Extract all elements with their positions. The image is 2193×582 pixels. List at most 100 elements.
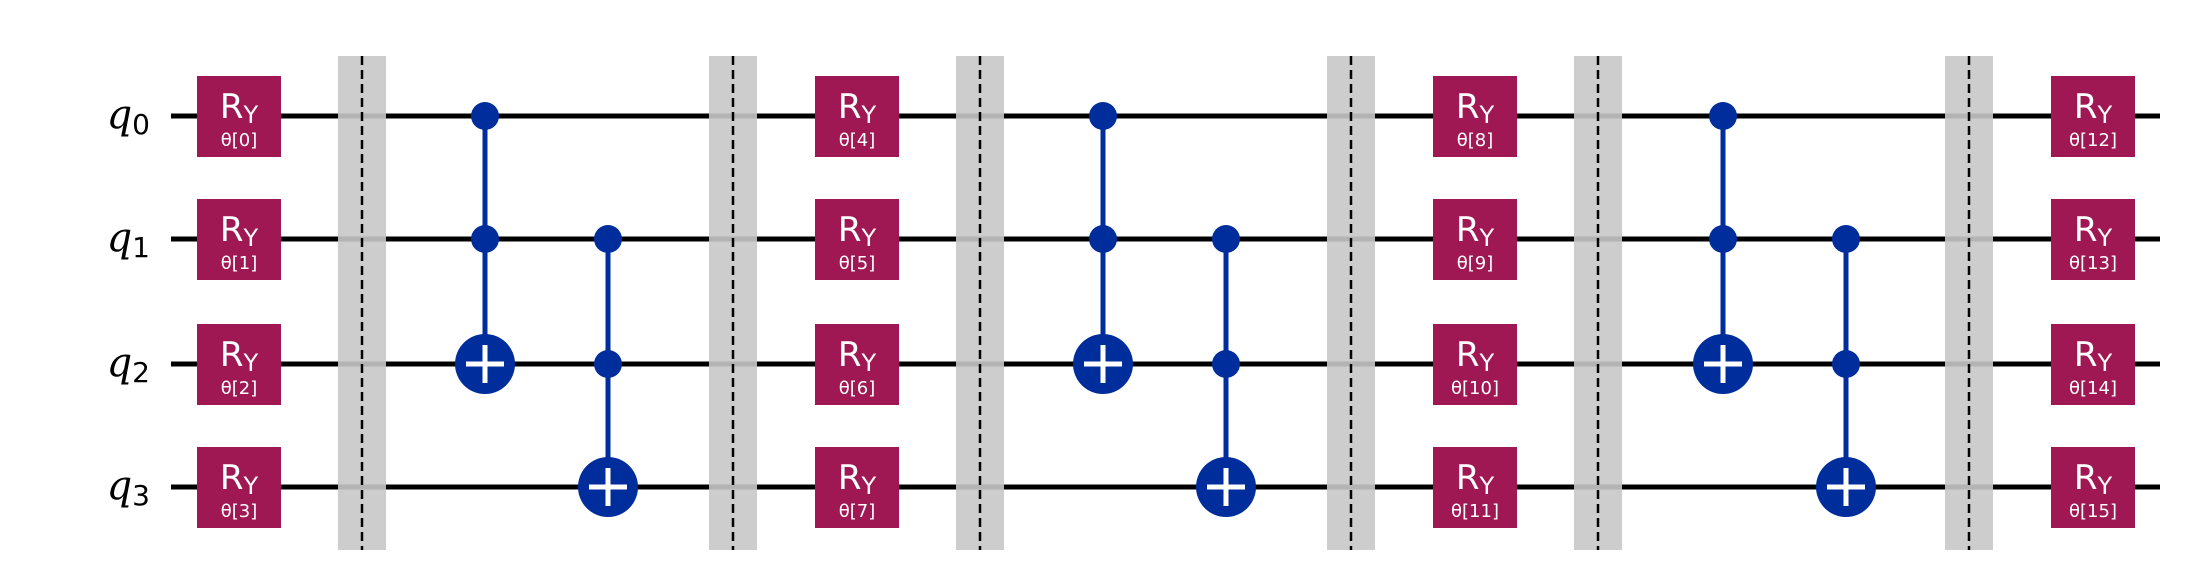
plus-icon [589,468,627,506]
gate-subscript: Y [860,101,876,129]
qubit-index: 3 [132,479,150,512]
qubit-index: 1 [132,231,150,264]
ry-gate[interactable]: RYθ[10] [1433,324,1517,405]
ry-gate-box[interactable] [2051,324,2135,405]
ry-gate[interactable]: RYθ[7] [815,447,899,528]
control-dot[interactable] [594,350,622,378]
gate-subscript: Y [860,349,876,377]
plus-icon [1207,468,1245,506]
gate-subscript: Y [1478,349,1494,377]
ry-gate-label: RY [1456,87,1495,129]
gate-name: R [2074,87,2098,127]
ry-gate[interactable]: RYθ[15] [2051,447,2135,528]
gate-name: R [220,335,244,375]
ry-gate[interactable]: RYθ[12] [2051,76,2135,157]
ry-gate-label: RY [838,87,877,129]
control-dot[interactable] [1832,225,1860,253]
ry-gate[interactable]: RYθ[0] [197,76,281,157]
ry-gate-param: θ[7] [839,501,876,522]
ry-gate-box[interactable] [815,199,899,280]
ry-gate-box[interactable] [815,324,899,405]
ry-gate[interactable]: RYθ[8] [1433,76,1517,157]
ry-gate-box[interactable] [1433,447,1517,528]
cnot-gate[interactable] [1693,102,1753,394]
plus-icon [1827,468,1865,506]
ry-gate[interactable]: RYθ[2] [197,324,281,405]
ry-gate-box[interactable] [815,76,899,157]
ry-gate-box[interactable] [1433,199,1517,280]
control-dot[interactable] [1089,102,1117,130]
gate-subscript: Y [2096,472,2112,500]
control-dot[interactable] [1089,225,1117,253]
operations: RYθ[0]RYθ[1]RYθ[2]RYθ[3]RYθ[4]RYθ[5]RYθ[… [197,56,2135,550]
ry-gate[interactable]: RYθ[3] [197,447,281,528]
barrier [709,56,757,550]
ry-gate[interactable]: RYθ[5] [815,199,899,280]
gate-subscript: Y [1478,224,1494,252]
ry-gate-param: θ[5] [839,253,876,274]
control-dot[interactable] [1212,350,1240,378]
ry-gate-box[interactable] [815,447,899,528]
ry-gate-box[interactable] [2051,447,2135,528]
gate-name: R [838,210,862,250]
ry-gate-label: RY [220,87,259,129]
ry-gate-param: θ[1] [221,253,258,274]
ry-gate-param: θ[13] [2069,253,2117,274]
cnot-gate[interactable] [578,225,638,517]
ry-gate[interactable]: RYθ[11] [1433,447,1517,528]
ry-gate[interactable]: RYθ[6] [815,324,899,405]
ry-gate-box[interactable] [2051,76,2135,157]
gate-name: R [2074,458,2098,498]
ry-gate-param: θ[4] [839,130,876,151]
qubit-label: q1 [107,215,150,264]
gate-name: R [2074,335,2098,375]
barrier [1945,56,1993,550]
qubit-index: 2 [132,356,150,389]
cnot-gate[interactable] [1196,225,1256,517]
ry-gate-label: RY [220,458,259,500]
ry-gate-box[interactable] [197,199,281,280]
qubit-index: 0 [132,108,150,141]
ry-gate-label: RY [220,210,259,252]
ry-gate-label: RY [2074,458,2113,500]
cnot-gate[interactable] [455,102,515,394]
wires [171,113,2160,490]
gate-name: R [220,458,244,498]
gate-name: R [1456,458,1480,498]
ry-gate[interactable]: RYθ[13] [2051,199,2135,280]
ry-gate-box[interactable] [1433,324,1517,405]
ry-gate-label: RY [1456,210,1495,252]
ry-gate-box[interactable] [197,76,281,157]
control-dot[interactable] [1709,225,1737,253]
cnot-gate[interactable] [1816,225,1876,517]
ry-gate-label: RY [220,335,259,377]
control-dot[interactable] [1832,350,1860,378]
ry-gate-param: θ[15] [2069,501,2117,522]
ry-gate-param: θ[11] [1451,501,1499,522]
control-dot[interactable] [471,102,499,130]
qubit-label: q2 [107,340,150,389]
qubit-name: q [107,340,133,386]
gate-name: R [220,87,244,127]
ry-gate-box[interactable] [197,447,281,528]
control-dot[interactable] [1212,225,1240,253]
ry-gate-box[interactable] [2051,199,2135,280]
ry-gate-label: RY [838,210,877,252]
ry-gate[interactable]: RYθ[14] [2051,324,2135,405]
control-dot[interactable] [594,225,622,253]
gate-subscript: Y [242,101,258,129]
ry-gate-box[interactable] [197,324,281,405]
ry-gate[interactable]: RYθ[1] [197,199,281,280]
ry-gate-label: RY [838,458,877,500]
gate-name: R [838,87,862,127]
cnot-gate[interactable] [1073,102,1133,394]
ry-gate[interactable]: RYθ[4] [815,76,899,157]
qubit-name: q [107,92,133,138]
gate-subscript: Y [1478,101,1494,129]
control-dot[interactable] [1709,102,1737,130]
ry-gate[interactable]: RYθ[9] [1433,199,1517,280]
ry-gate-box[interactable] [1433,76,1517,157]
control-dot[interactable] [471,225,499,253]
